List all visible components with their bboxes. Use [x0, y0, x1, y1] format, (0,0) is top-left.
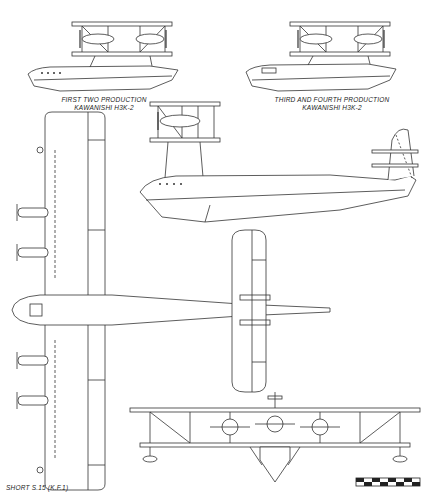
- side-view: [140, 102, 418, 222]
- front-view: [130, 392, 420, 482]
- side-view-small-2: [246, 22, 396, 91]
- scale-square: [388, 478, 396, 482]
- scale-square: [364, 482, 372, 486]
- scale-square: [372, 478, 380, 482]
- scale-square: [356, 478, 364, 482]
- view-caption: THIRD AND FOURTH PRODUCTION KAWANISHI H3…: [262, 96, 402, 112]
- scale-bar: [356, 478, 420, 486]
- view-caption: FIRST TWO PRODUCTION KAWANISHI H3K-2: [52, 96, 156, 112]
- scale-square: [396, 482, 404, 486]
- scale-square: [404, 478, 412, 482]
- scale-square: [380, 482, 388, 486]
- scale-square: [412, 482, 420, 486]
- side-view-small-1: [28, 22, 178, 91]
- drawing-title: SHORT S.15 (K.F.1): [6, 484, 126, 492]
- plan-view: [12, 112, 330, 490]
